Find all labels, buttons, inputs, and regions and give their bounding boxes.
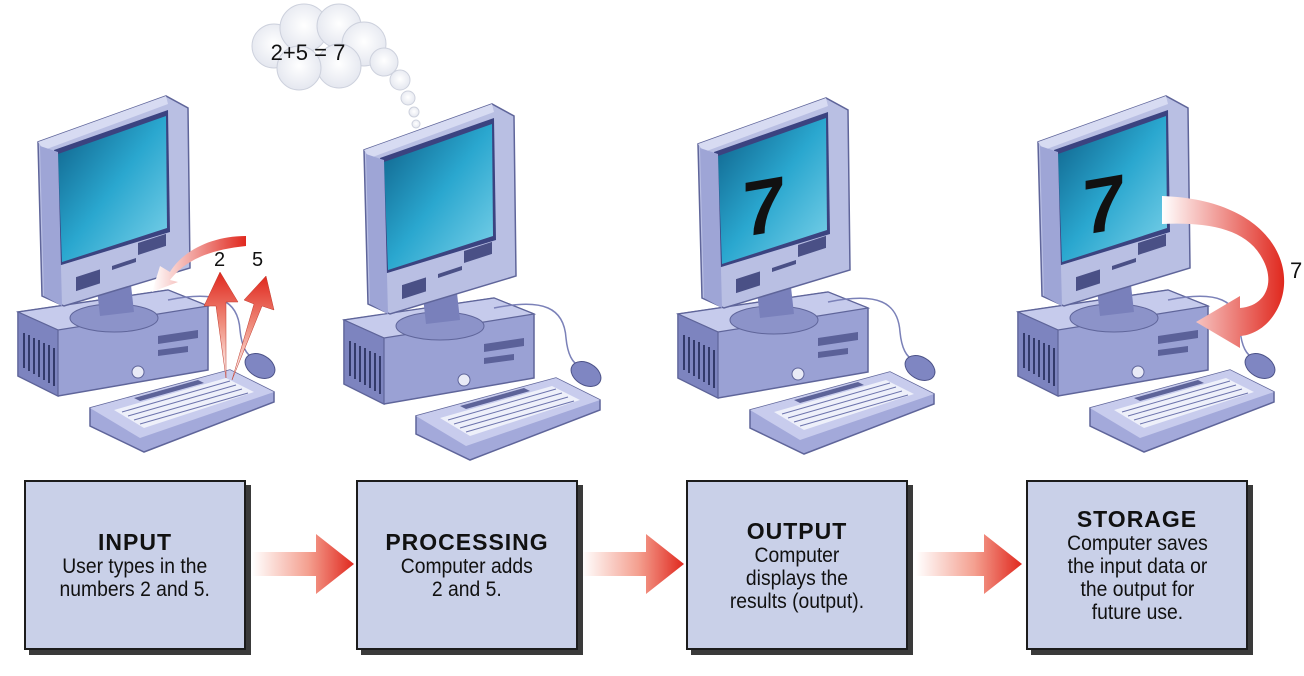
- processing-computer: [343, 103, 607, 461]
- storage-curved-arrow: 7: [1162, 196, 1302, 348]
- input-arrows: 2 5: [152, 236, 275, 381]
- output-stage-description: Computer displays the results (output).: [729, 543, 865, 613]
- output-stage-title: OUTPUT: [746, 517, 848, 544]
- storage-computer: [1017, 95, 1281, 453]
- input-stage-title: INPUT: [98, 529, 172, 555]
- processing-stage-box: PROCESSING Computer adds 2 and 5.: [356, 480, 578, 650]
- input-arrow-label-2: 2: [214, 249, 225, 271]
- output-computer: [677, 97, 941, 455]
- thought-cloud-text: 2+5 = 7: [271, 40, 346, 65]
- flow-arrow-processing-to-output: [582, 534, 684, 594]
- storage-screen-value: 7: [1082, 157, 1125, 252]
- storage-stage-box: STORAGE Computer saves the input data or…: [1026, 480, 1248, 650]
- input-arrow-label-5: 5: [252, 249, 263, 271]
- input-computer: [17, 95, 281, 453]
- input-stage-description: User types in the numbers 2 and 5.: [59, 555, 211, 601]
- processing-stage-description: Computer adds 2 and 5.: [400, 555, 534, 601]
- storage-stage-description: Computer saves the input data or the out…: [1066, 532, 1208, 624]
- storage-stage-title: STORAGE: [1076, 506, 1198, 532]
- output-stage-box: OUTPUT Computer displays the results (ou…: [686, 480, 908, 650]
- flow-arrow-input-to-processing: [252, 534, 354, 594]
- processing-stage-title: PROCESSING: [385, 529, 549, 555]
- storage-arrow-label: 7: [1290, 258, 1302, 283]
- thought-cloud: 2+5 = 7: [251, 3, 421, 129]
- input-stage-box: INPUT User types in the numbers 2 and 5.: [24, 480, 246, 650]
- flow-arrow-output-to-storage: [916, 534, 1022, 594]
- output-screen-value: 7: [742, 159, 785, 254]
